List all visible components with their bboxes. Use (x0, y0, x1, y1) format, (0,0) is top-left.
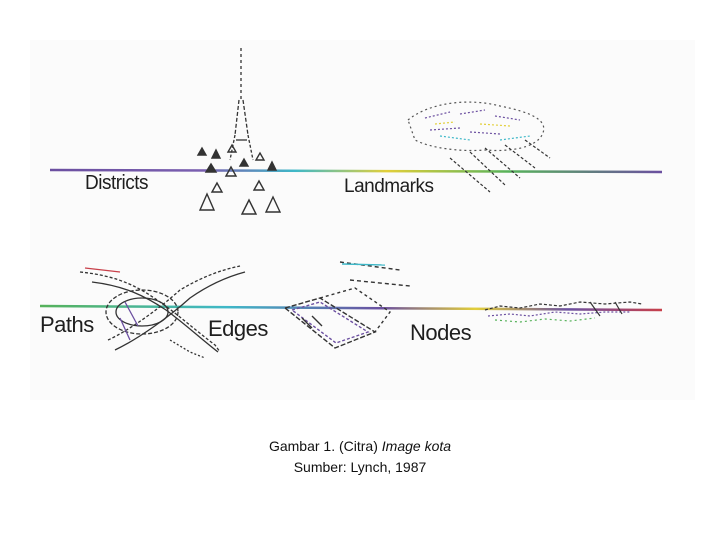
landmark-tower-icon (229, 48, 254, 161)
caption-line-1: Gambar 1. (Citra) Image kota (0, 436, 720, 457)
landmarks-label: Landmarks (344, 176, 434, 197)
paths-label: Paths (40, 312, 94, 337)
paths-interchange-icon (79, 265, 246, 359)
landmark-cluster-icon (407, 101, 551, 193)
nodes-cluster-icon (484, 301, 643, 323)
districts-label: Districts (85, 172, 149, 195)
edges-label: Edges (208, 316, 268, 341)
lynch-city-image-diagram: Districts Landmarks Paths Edges Nodes (30, 40, 695, 400)
districts-triangles-icon (196, 143, 282, 215)
caption-source: Sumber: Lynch, 1987 (293, 459, 427, 475)
caption-italic: Image kota (381, 438, 452, 454)
caption-prefix: Gambar 1. (Citra) (268, 438, 382, 454)
bottom-divider-line (39, 304, 663, 312)
figure-caption: Gambar 1. (Citra) Image kota Sumber: Lyn… (0, 436, 720, 478)
nodes-label: Nodes (410, 320, 472, 345)
diagram-drawing (39, 48, 663, 359)
edges-boundary-icon (283, 261, 411, 349)
top-divider-line (49, 168, 663, 174)
